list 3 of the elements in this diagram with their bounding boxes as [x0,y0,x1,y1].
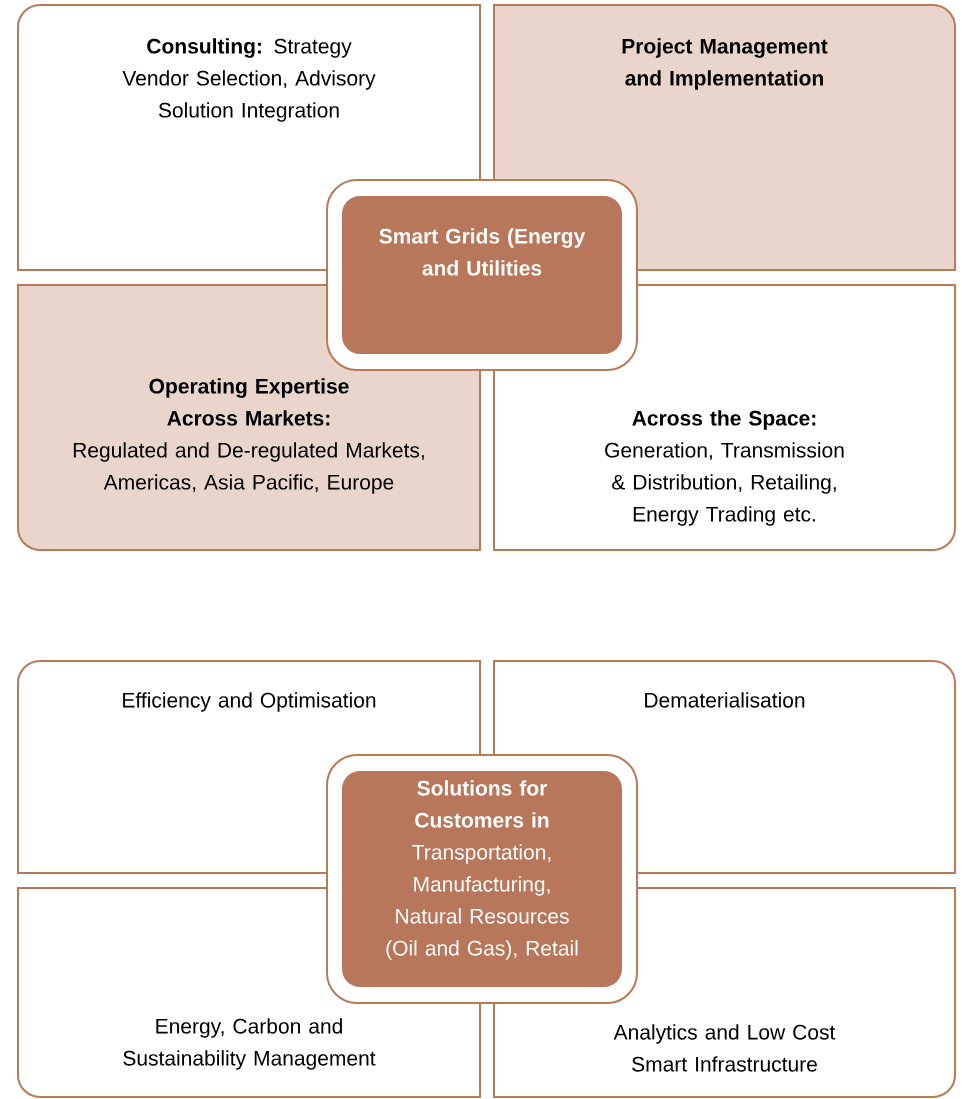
center-box: Solutions for Customers in Transportation, Manufacturing, Natural Resources (Oil and Gas), Retail [326,754,638,1004]
center-box: Smart Grids (Energy and Utilities [326,179,638,371]
quadrant-box: Across the Space: Generation, Transmission & Distribution, Retailing, Energy Trading etc. [493,284,956,551]
